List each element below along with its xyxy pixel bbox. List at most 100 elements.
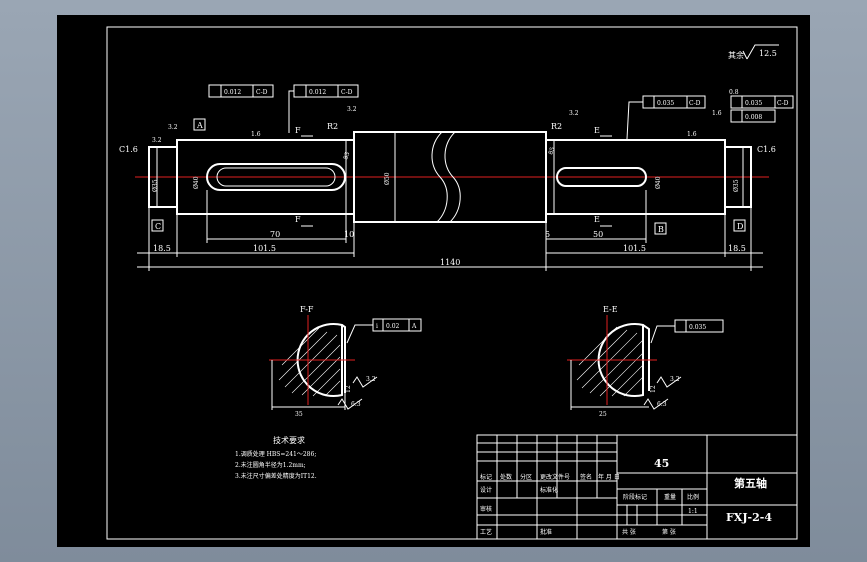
diameter-2: Ø40 <box>193 176 200 189</box>
drawing-sheet: 其余 12.5 C1.6 C1.6 Ø35 Ø40 Ø50 Ø40 Ø35 A … <box>57 15 810 547</box>
dim-left-seg: 101.5 <box>253 244 276 253</box>
roughness-r6: 3.2 <box>366 376 376 383</box>
section-ee-tolerance: 0.035 <box>650 319 724 344</box>
section-e-top: E <box>594 126 600 135</box>
svg-text:0.012: 0.012 <box>309 89 326 96</box>
section-ee-title: E-E <box>603 305 618 314</box>
svg-text:A: A <box>411 323 417 330</box>
svg-text:0.035: 0.035 <box>689 324 706 331</box>
tolerance-frame-left-1: 0.012 C-D <box>208 84 274 98</box>
keyway-left-inner <box>216 167 336 187</box>
dim-step-left: 85 <box>342 151 351 161</box>
roughness-symbol-ff-2 <box>337 398 363 410</box>
dim-right-key: 50 <box>593 230 603 239</box>
diameter-3: Ø50 <box>384 172 391 185</box>
datum-c-box <box>151 219 164 232</box>
section-f-bottom: F <box>295 215 301 224</box>
dim-step-right: 85 <box>547 146 556 156</box>
svg-text:i: i <box>376 323 378 330</box>
roughness-r5: 3.2 <box>152 137 162 144</box>
fillet-right: R2 <box>551 122 562 131</box>
section-f-top: F <box>295 126 301 135</box>
roughness-note: 其余 <box>728 50 744 60</box>
dim-left-key: 70 <box>270 230 280 239</box>
material: 45 <box>654 457 669 470</box>
tolerance-frame-right-2: 0.035 C-D <box>730 95 794 109</box>
label-sheet: 第 张 <box>662 528 676 536</box>
fillet-left: R2 <box>327 122 338 131</box>
tech-req-1: 1.调质处理 HBS=241～286; <box>235 450 316 458</box>
label-date: 年 月 日 <box>598 473 620 481</box>
label-doc: 更改文件号 <box>540 473 570 481</box>
tech-req-title: 技术要求 <box>273 435 305 445</box>
roughness-default: 12.5 <box>759 49 777 58</box>
label-review: 审核 <box>480 505 492 513</box>
keyway-right <box>556 167 647 187</box>
label-approve: 批准 <box>540 528 552 536</box>
tech-req-3: 3.未注尺寸偏差处精度为IT12. <box>235 472 317 480</box>
scale: 1:1 <box>688 508 698 515</box>
keyway-left <box>206 163 346 191</box>
section-ee-width: 25 <box>599 411 607 418</box>
diameter-1: Ø35 <box>152 179 159 192</box>
drawing-number: FXJ-2-4 <box>726 511 772 524</box>
label-zone: 分区 <box>520 473 532 481</box>
section-ff-tolerance: i 0.02 A <box>346 318 422 344</box>
roughness-symbol-ff-1 <box>352 376 378 388</box>
dim-left-gap: 10 <box>344 230 354 239</box>
section-ff <box>269 315 355 410</box>
diameter-4: Ø40 <box>655 176 662 189</box>
dimension-lines <box>137 190 763 271</box>
roughness-r12: 6.3 <box>657 401 667 408</box>
dim-right-seg: 101.5 <box>623 244 646 253</box>
dim-total: 1140 <box>440 258 460 267</box>
svg-text:0.035: 0.035 <box>657 100 674 107</box>
part-name: 第五轴 <box>734 476 767 490</box>
roughness-symbol <box>742 44 779 60</box>
datum-d: D <box>737 222 743 231</box>
roughness-r9: 3.2 <box>569 110 579 117</box>
datum-b: B <box>658 225 664 234</box>
roughness-r3: 3.2 <box>347 106 357 113</box>
label-weight: 重量 <box>664 493 676 501</box>
tech-req-2: 2.未注圆角半径为1.2mm; <box>235 461 306 469</box>
svg-text:0.008: 0.008 <box>745 114 762 121</box>
dim-right-gap: 5 <box>545 230 550 239</box>
datum-a: A <box>196 121 203 130</box>
roughness-symbol-ee-1 <box>656 376 682 388</box>
roughness-r10: 6.3 <box>351 401 361 408</box>
chamfer-left: C1.6 <box>119 145 138 154</box>
title-block <box>476 434 798 540</box>
svg-text:C-D: C-D <box>689 100 701 107</box>
dim-right-end: 18.5 <box>728 244 746 253</box>
label-process: 工艺 <box>480 528 492 536</box>
svg-text:0.012: 0.012 <box>224 89 241 96</box>
label-std: 标准化 <box>540 486 558 494</box>
roughness-r1: 3.2 <box>168 124 178 131</box>
drawing-border <box>106 26 798 540</box>
label-sheets: 共 张 <box>622 528 636 536</box>
roughness-r4: 1.6 <box>712 110 722 117</box>
section-ff-width: 35 <box>295 411 303 418</box>
svg-text:C-D: C-D <box>341 89 353 96</box>
label-mark: 标记 <box>480 473 492 481</box>
label-sign: 签名 <box>580 473 592 481</box>
shaft-outline <box>148 131 752 223</box>
svg-text:0.02: 0.02 <box>386 323 400 330</box>
label-ratio: 比例 <box>687 493 699 501</box>
section-ff-depth: 12 <box>345 385 352 393</box>
roughness-r7: 1.6 <box>687 131 697 138</box>
roughness-r8: 0.8 <box>729 89 739 96</box>
tolerance-frame-left-2: 0.012 C-D <box>288 84 359 133</box>
datum-a-box <box>193 118 206 131</box>
datum-d-box <box>733 219 746 232</box>
svg-text:C-D: C-D <box>777 100 789 107</box>
svg-text:0.035: 0.035 <box>745 100 762 107</box>
label-count: 处数 <box>500 473 512 481</box>
roughness-r2: 1.6 <box>251 131 261 138</box>
label-design: 设计 <box>480 486 492 494</box>
chamfer-right: C1.6 <box>757 145 776 154</box>
roughness-symbol-ee-2 <box>643 398 669 410</box>
diameter-5: Ø35 <box>733 179 740 192</box>
tolerance-frame-right-1: 0.035 C-D <box>626 95 706 140</box>
